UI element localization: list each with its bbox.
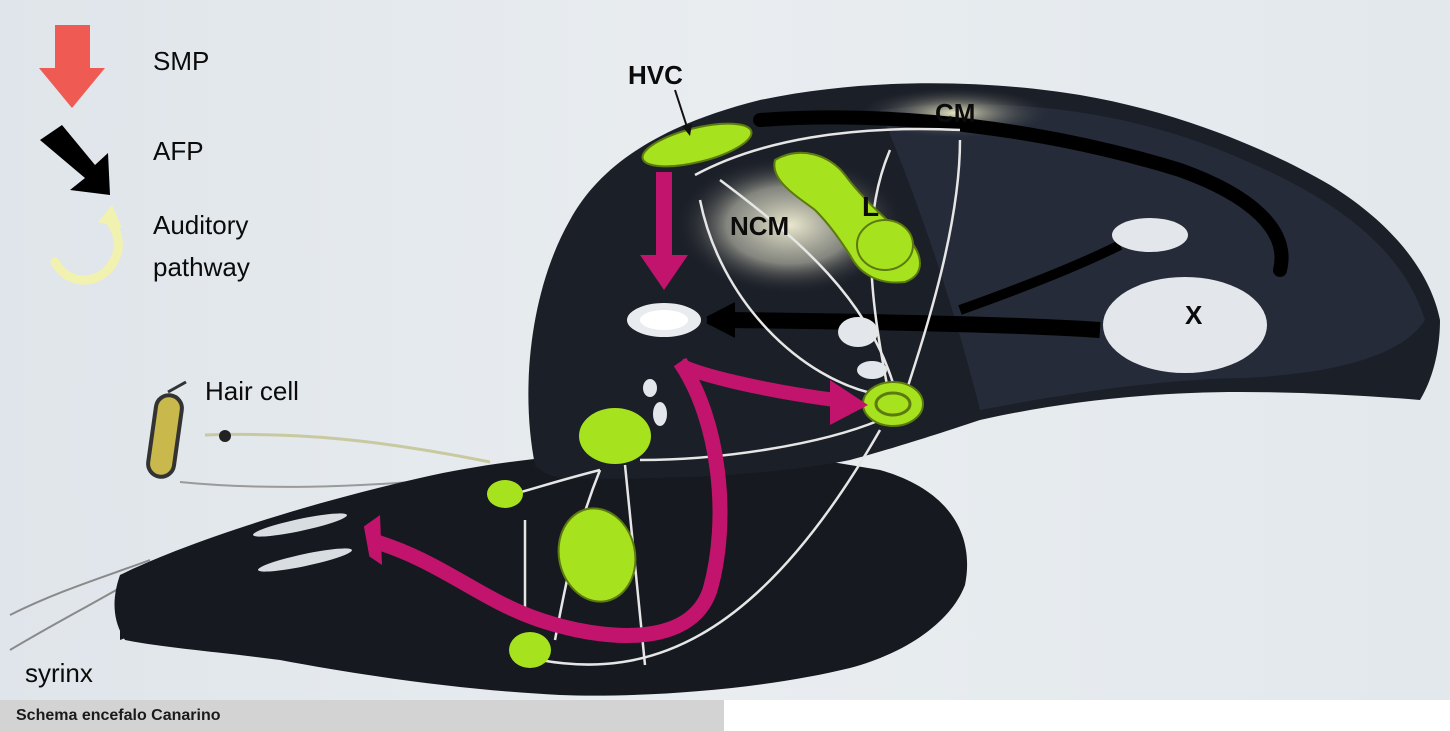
dlm-core (640, 310, 688, 330)
hair-cell (146, 394, 183, 479)
hair-cell-label: Hair cell (205, 378, 299, 404)
figure-caption: Schema encefalo Canarino (16, 707, 221, 725)
legend-auditory-label-line1: Auditory (153, 212, 248, 238)
brain-diagram (0, 0, 1450, 700)
afp-arrow-icon (40, 125, 110, 195)
l-label: L (862, 193, 879, 221)
legend-afp-label: AFP (153, 138, 204, 164)
caption-bar: Schema encefalo Canarino (0, 700, 724, 731)
ra-nucleus (863, 382, 923, 426)
x-label: X (1185, 302, 1202, 328)
diagram-figure: SMP AFP Auditory pathway HVC CM NCM L X … (0, 0, 1450, 700)
auditory-pathway-arrowhead (98, 205, 122, 228)
small-nucleus (653, 402, 667, 426)
small-nucleus (643, 379, 657, 397)
ncm-label: NCM (730, 213, 789, 239)
nxii-nucleus (509, 632, 551, 668)
afp-path (730, 320, 1100, 330)
legend-smp-label: SMP (153, 48, 209, 74)
cm-label: CM (935, 100, 975, 126)
field-l-subregion (857, 220, 913, 270)
legend-auditory-label-line2: pathway (153, 254, 250, 280)
auditory-nerve-line (205, 434, 490, 462)
hvc-label: HVC (628, 62, 683, 88)
ganglion-dot (219, 430, 231, 442)
lman-nucleus (1112, 218, 1188, 252)
auditory-pathway-icon (55, 220, 118, 280)
mld-nucleus (579, 408, 651, 464)
smp-arrow-icon (39, 25, 105, 108)
brainstem-nucleus (487, 480, 523, 508)
hair-cell-cilia (168, 382, 186, 392)
hvc-pointer (670, 88, 700, 138)
syrinx-label: syrinx (25, 660, 93, 686)
